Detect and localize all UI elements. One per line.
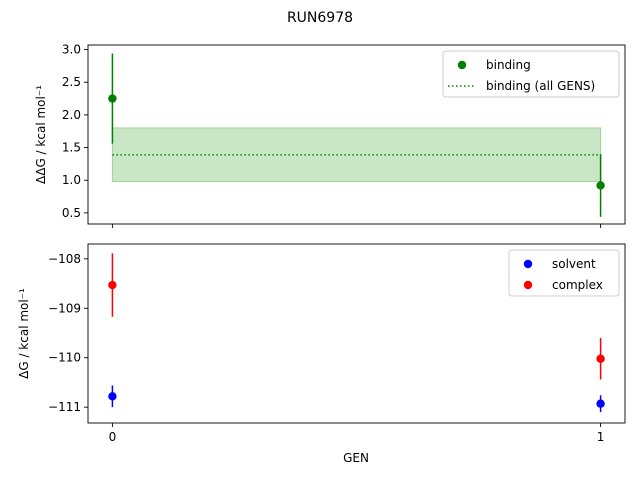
axes-frame	[87, 243, 626, 424]
y-tick-label: 1.5	[62, 141, 81, 155]
complex-point	[596, 354, 605, 363]
x-tick-label: 1	[597, 430, 605, 444]
y-axis-label: ΔΔG / kcal mol⁻¹	[34, 85, 48, 184]
solvent-point	[108, 392, 117, 401]
legend-box	[508, 249, 620, 297]
legend-marker	[457, 60, 467, 70]
legend-label: solvent	[552, 257, 596, 271]
y-tick-label: 3.0	[62, 43, 81, 57]
complex-point	[108, 280, 117, 290]
y-tick-label: −110	[48, 351, 81, 365]
free-energy-panel: −108 −109 −110 −111 0 1 ΔG / kcal mol⁻¹ solvent…	[17, 243, 626, 444]
legend-label: complex	[552, 278, 603, 292]
x-axis-label: GEN	[343, 451, 369, 465]
legend-marker	[523, 259, 533, 269]
figure-title: RUN6978	[287, 10, 353, 26]
y-axis-label: ΔG / kcal mol⁻¹	[17, 288, 31, 379]
binding-point	[108, 94, 117, 103]
binding-point	[596, 181, 605, 190]
y-tick-label: 2.5	[62, 75, 81, 89]
axes-frame	[87, 44, 626, 225]
legend: binding binding (all GENS)	[442, 50, 620, 98]
y-tick-label: 1.0	[62, 173, 81, 187]
y-tick-label: −111	[48, 400, 81, 414]
solvent-point	[596, 399, 605, 408]
legend: solvent complex	[508, 249, 620, 297]
y-tick-label: −109	[48, 301, 81, 315]
legend-marker	[523, 280, 533, 290]
y-tick-label: 0.5	[62, 206, 81, 220]
legend-label: binding (all GENS)	[486, 79, 595, 93]
y-tick-label: −108	[48, 252, 81, 266]
y-tick-label: 2.0	[62, 108, 81, 122]
legend-label: binding	[486, 58, 531, 72]
x-tick-label: 0	[109, 430, 117, 444]
legend-box	[442, 50, 620, 98]
